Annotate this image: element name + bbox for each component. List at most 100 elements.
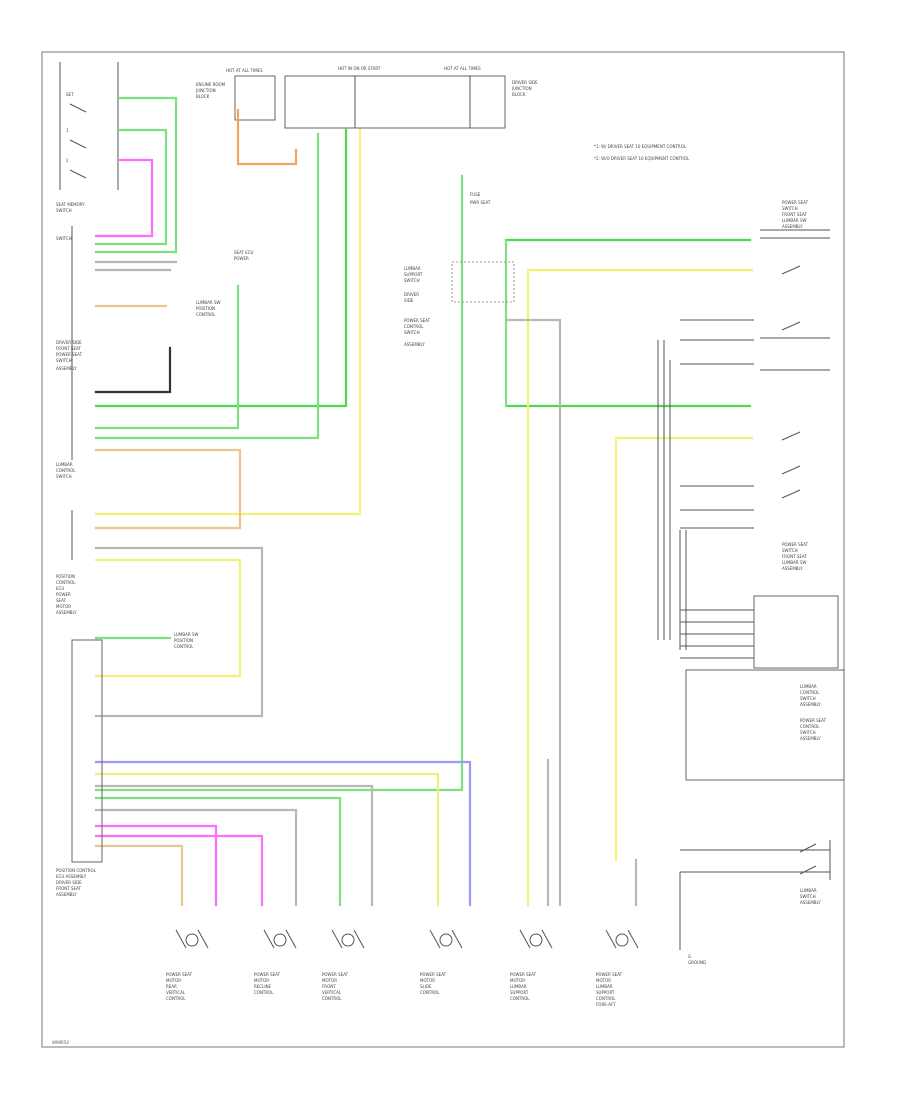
svg-text:DRIVER SIDE: DRIVER SIDE (56, 340, 82, 345)
svg-text:MOTOR: MOTOR (420, 978, 435, 983)
motor-3: POWER SEAT MOTOR FRONT VERTICAL CONTROL (322, 929, 365, 1001)
svg-text:CONTROL: CONTROL (800, 690, 820, 695)
svg-text:ENGINE ROOM: ENGINE ROOM (196, 82, 226, 87)
svg-text:FRONT SEAT: FRONT SEAT (782, 212, 807, 217)
svg-text:SWITCH: SWITCH (404, 330, 420, 335)
legend-notes: *1: W/ DRIVER SEAT 10 EQUIPMENT CONTROL … (594, 144, 690, 161)
svg-text:SUPPORT: SUPPORT (510, 990, 529, 995)
svg-text:ECU ASSEMBLY: ECU ASSEMBLY (56, 874, 87, 879)
wire-tan-2 (94, 448, 242, 530)
svg-text:SLIDE: SLIDE (420, 984, 432, 989)
svg-text:LUMBAR: LUMBAR (510, 984, 527, 989)
svg-text:ECU: ECU (56, 586, 64, 591)
svg-text:CONTROL: CONTROL (56, 580, 76, 585)
wire-green-bus-1 (94, 128, 348, 408)
svg-text:SEAT ECU: SEAT ECU (234, 250, 254, 255)
svg-text:1: 1 (66, 128, 69, 133)
wire-yellow-3 (614, 436, 754, 862)
svg-text:DRIVER SIDE: DRIVER SIDE (56, 880, 82, 885)
svg-text:PWR SEAT: PWR SEAT (470, 200, 491, 205)
svg-text:FORE-AFT: FORE-AFT (596, 1002, 616, 1007)
svg-text:ASSEMBLY: ASSEMBLY (56, 610, 77, 615)
svg-text:CONTROL: CONTROL (254, 990, 274, 995)
svg-text:MOTOR: MOTOR (596, 978, 611, 983)
svg-text:LUMBAR: LUMBAR (800, 888, 817, 893)
wire-pink-2 (94, 824, 218, 907)
svg-text:MOTOR: MOTOR (254, 978, 269, 983)
wire-green-bus-3 (94, 132, 320, 440)
svg-text:SWITCH: SWITCH (56, 358, 72, 363)
svg-text:FRONT SEAT: FRONT SEAT (56, 886, 81, 891)
motor-row: POWER SEAT MOTOR REAR VERTICAL CONTROL P… (166, 929, 639, 1007)
wire-yellow-2 (526, 268, 754, 907)
svg-text:2: 2 (66, 158, 69, 163)
svg-text:DRIVER: DRIVER (404, 292, 419, 297)
wire-green-motor (94, 796, 342, 907)
position-control-module: POSITION CONTROL ECU POWER SEAT MOTOR AS… (56, 462, 103, 897)
diagram-frame (41, 51, 845, 1048)
svg-text:REAR: REAR (166, 984, 177, 989)
svg-text:ASSEMBLY: ASSEMBLY (800, 702, 821, 707)
svg-text:POWER SEAT: POWER SEAT (782, 542, 809, 547)
svg-text:VERTICAL: VERTICAL (322, 990, 342, 995)
svg-text:SUPPORT: SUPPORT (596, 990, 615, 995)
svg-text:JUNCTION: JUNCTION (195, 88, 216, 93)
svg-text:SWITCH: SWITCH (800, 696, 816, 701)
svg-text:FRONT: FRONT (322, 984, 336, 989)
motor-4: POWER SEAT MOTOR SLIDE CONTROL (420, 929, 463, 995)
svg-text:CONTROL: CONTROL (596, 996, 616, 1001)
wire-orange-fuse (236, 108, 298, 166)
svg-text:POWER: POWER (234, 256, 249, 261)
svg-text:VERTICAL: VERTICAL (166, 990, 186, 995)
svg-text:POWER SEAT: POWER SEAT (596, 972, 623, 977)
wire-blue (94, 760, 472, 907)
right-switch-upper: POWER SEAT SWITCH FRONT SEAT LUMBAR SW A… (680, 200, 830, 371)
svg-text:SEAT: SEAT (56, 598, 66, 603)
wire-ltgreen-1 (94, 96, 178, 254)
svg-text:SEAT MEMORY: SEAT MEMORY (56, 202, 85, 207)
svg-text:CONTROL: CONTROL (510, 996, 530, 1001)
svg-text:SWITCH: SWITCH (782, 206, 798, 211)
right-control-unit: LUMBAR CONTROL SWITCH ASSEMBLY POWER SEA… (685, 669, 845, 781)
svg-text:LUMBAR SW: LUMBAR SW (196, 300, 220, 305)
svg-text:*1: W/ DRIVER SEAT 10 EQUIPMEN: *1: W/ DRIVER SEAT 10 EQUIPMENT CONTROL (594, 144, 687, 149)
wire-gray-motor (94, 808, 298, 907)
wire-gray-4 (94, 546, 264, 718)
wire-tan-3 (94, 844, 184, 907)
wire-gray-motor-2 (94, 784, 374, 907)
motor-1: POWER SEAT MOTOR REAR VERTICAL CONTROL (166, 929, 209, 1001)
svg-text:CONTROL: CONTROL (174, 644, 194, 649)
wire-pink-3 (94, 834, 264, 907)
svg-text:ASSEMBLY: ASSEMBLY (782, 566, 803, 571)
motor-2: POWER SEAT MOTOR RECLINE CONTROL (254, 929, 297, 995)
svg-text:JUNCTION: JUNCTION (511, 86, 532, 91)
svg-text:LUMBAR SW: LUMBAR SW (782, 218, 806, 223)
motor-5: POWER SEAT MOTOR LUMBAR SUPPORT CONTROL (510, 929, 553, 1001)
svg-text:POWER SEAT: POWER SEAT (510, 972, 537, 977)
svg-text:POWER SEAT: POWER SEAT (322, 972, 349, 977)
svg-text:POWER SEAT: POWER SEAT (166, 972, 193, 977)
svg-text:SWITCH: SWITCH (404, 278, 420, 283)
svg-text:SUPPORT: SUPPORT (404, 272, 423, 277)
svg-text:POWER SEAT: POWER SEAT (420, 972, 447, 977)
svg-text:GROUND: GROUND (688, 960, 706, 965)
svg-text:LUMBAR SW: LUMBAR SW (174, 632, 198, 637)
svg-text:CONTROL: CONTROL (404, 324, 424, 329)
svg-text:SIDE: SIDE (404, 298, 414, 303)
svg-text:CONTROL: CONTROL (322, 996, 342, 1001)
svg-text:FUSE: FUSE (470, 192, 481, 197)
svg-text:HOT AT ALL TIMES: HOT AT ALL TIMES (444, 66, 481, 71)
left-connector-block: SWITCH DRIVER SIDE FRONT SEAT POWER SEAT… (56, 226, 254, 460)
svg-text:CONTROL: CONTROL (196, 312, 216, 317)
svg-text:POWER SEAT: POWER SEAT (800, 718, 827, 723)
svg-text:LUMBAR SW: LUMBAR SW (782, 560, 806, 565)
svg-text:FRONT SEAT: FRONT SEAT (782, 554, 807, 559)
svg-text:SWITCH: SWITCH (800, 894, 816, 899)
svg-text:POWER: POWER (56, 592, 71, 597)
right-switch-lower: POWER SEAT SWITCH FRONT SEAT LUMBAR SW A… (680, 431, 839, 669)
svg-text:RECLINE: RECLINE (254, 984, 272, 989)
svg-text:DRIVER SIDE: DRIVER SIDE (512, 80, 538, 85)
svg-text:CONTROL: CONTROL (800, 724, 820, 729)
center-relay: LUMBAR SUPPORT SWITCH DRIVER SIDE POWER … (404, 192, 515, 347)
right-vertical-bundle (657, 340, 687, 650)
